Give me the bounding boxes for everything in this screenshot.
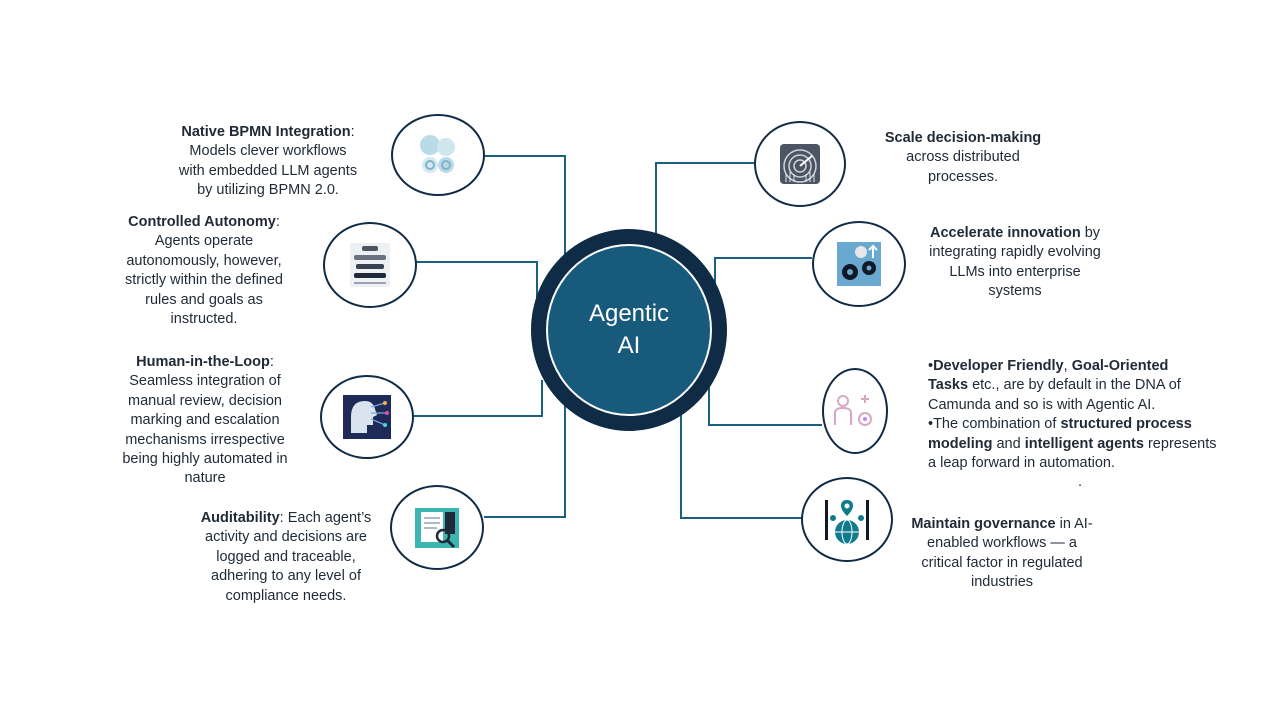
maintain-governance-text: Maintain governance in AI- enabled workf… — [898, 515, 1106, 593]
trailing-dot: . — [1078, 474, 1083, 491]
auditability-line1: activity and decisions are — [205, 529, 367, 546]
modeling-bold: modeling — [928, 435, 993, 452]
native-bpmn-line3: by utilizing BPMN 2.0. — [197, 182, 339, 199]
developer-friendly-text: •Developer Friendly, Goal-Oriented Tasks… — [928, 357, 1248, 493]
puzzle-gears-icon — [391, 114, 485, 196]
bullet2-text3: represents — [1143, 435, 1217, 452]
auditability-text: Auditability: Each agent’s activity and … — [176, 509, 396, 606]
accelerate-innovation-title: Accelerate innovation — [929, 225, 1081, 241]
human-loop-line4: mechanisms irrespective — [125, 431, 285, 448]
auditability-sep: : Each agent’s — [279, 510, 372, 526]
accelerate-innovation-rest: by — [1080, 225, 1101, 241]
human-brain-network-icon — [320, 375, 414, 459]
human-loop-line6: nature — [184, 470, 226, 487]
hub-circle: Agentic AI — [546, 244, 712, 416]
scale-decision-line2: processes. — [927, 168, 999, 185]
accelerate-innovation-text: Accelerate innovation by integrating rap… — [910, 224, 1120, 302]
radar-icon — [754, 121, 846, 207]
native-bpmn-title: Native BPMN Integration — [181, 124, 351, 140]
maintain-governance-line2: critical factor in regulated — [921, 554, 1083, 571]
goal-oriented-bold: Goal-Oriented — [1071, 358, 1169, 374]
connector-controlled-autonomy — [416, 261, 538, 330]
connector-developer-friendly — [708, 377, 822, 426]
autonomy-levels-icon — [323, 222, 417, 308]
bullet1-prefix: • — [928, 358, 934, 374]
auditability-line2: logged and traceable, — [216, 548, 356, 565]
accelerate-innovation-line3: systems — [988, 283, 1042, 300]
bullet1-text2: etc., are by default in the DNA of — [968, 377, 1181, 394]
developer-friendly-bold: Developer Friendly — [933, 358, 1064, 374]
audit-report-icon — [390, 485, 484, 570]
auditability-line4: compliance needs. — [225, 587, 347, 604]
auditability-title: Auditability — [200, 510, 280, 526]
scale-decision-text: Scale decision-making across distributed… — [868, 129, 1058, 187]
controlled-autonomy-line4: rules and goals as — [145, 291, 263, 308]
maintain-governance-title: Maintain governance — [911, 516, 1056, 532]
connector-scale-decision — [655, 162, 755, 240]
native-bpmn-line2: with embedded LLM agents — [178, 162, 358, 179]
maintain-governance-line1: enabled workflows — a — [927, 535, 1077, 552]
human-loop-sep: : — [269, 354, 274, 370]
accelerate-innovation-line2: LLMs into enterprise — [949, 263, 1081, 280]
controlled-autonomy-line2: autonomously, however, — [126, 252, 282, 269]
bullet1-sep: , — [1063, 358, 1072, 374]
connector-accelerate-innovation — [714, 257, 812, 300]
maintain-governance-rest: in AI- — [1055, 516, 1093, 532]
connector-governance — [680, 412, 802, 519]
controlled-autonomy-sep: : — [275, 214, 280, 230]
hub-title-line2: AI — [617, 332, 641, 359]
connector-native-bpmn — [484, 155, 566, 276]
controlled-autonomy-line5: instructed. — [170, 311, 238, 328]
tasks-bold: Tasks — [928, 377, 969, 394]
intelligent-agents-bold: intelligent agents — [1024, 435, 1144, 452]
governance-globe-icon — [801, 477, 893, 562]
connector-auditability — [484, 400, 566, 518]
bullet1-line3: Camunda and so is with Agentic AI. — [928, 396, 1156, 413]
human-loop-title: Human-in-the-Loop — [136, 354, 270, 370]
controlled-autonomy-line1: Agents operate — [154, 233, 254, 250]
controlled-autonomy-text: Controlled Autonomy: Agents operate auto… — [104, 213, 304, 329]
scale-decision-line1: across distributed — [906, 149, 1020, 166]
bullet2-line3: a leap forward in automation. — [928, 455, 1115, 472]
controlled-autonomy-title: Controlled Autonomy — [128, 214, 276, 230]
human-loop-line5: being highly automated in — [122, 451, 288, 468]
human-in-the-loop-text: Human-in-the-Loop: Seamless integration … — [98, 353, 312, 489]
native-bpmn-line1: Models clever workflows — [189, 143, 347, 160]
bullet2-text1: •The combination of — [928, 416, 1061, 433]
developer-goal-icon — [822, 368, 888, 454]
scale-decision-title: Scale decision-making — [884, 130, 1042, 146]
accelerate-innovation-line1: integrating rapidly evolving — [929, 244, 1101, 261]
bullet2-text2: and — [992, 435, 1025, 452]
hub-title: Agentic AI — [574, 298, 684, 362]
maintain-governance-line3: industries — [970, 574, 1034, 591]
native-bpmn-sep: : — [350, 124, 355, 140]
controlled-autonomy-line3: strictly within the defined — [125, 272, 283, 289]
hub-title-line1: Agentic — [588, 300, 670, 327]
human-loop-line2: manual review, decision — [128, 392, 282, 409]
human-loop-line1: Seamless integration of — [129, 373, 281, 390]
structured-process-bold: structured process — [1060, 416, 1192, 433]
innovation-gears-icon — [812, 221, 906, 307]
human-loop-line3: marking and escalation — [130, 412, 280, 429]
connector-human-loop — [412, 380, 543, 417]
native-bpmn-text: Native BPMN Integration: Models clever w… — [152, 123, 384, 201]
auditability-line3: adhering to any level of — [211, 568, 361, 585]
